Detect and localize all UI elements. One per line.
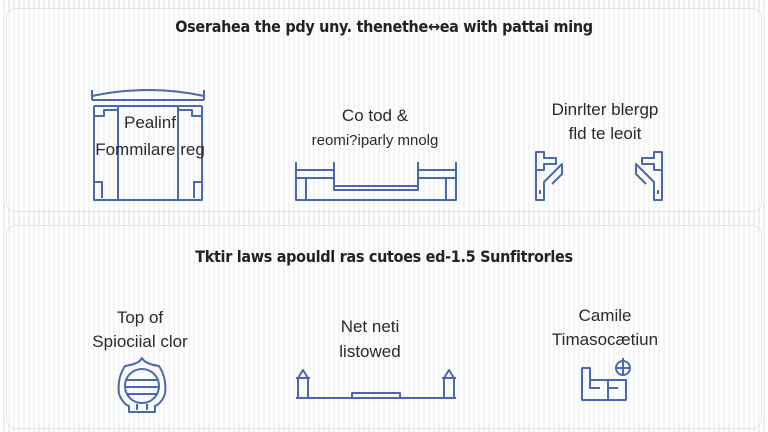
stopwatch-desk-illustration	[581, 358, 631, 401]
wall-illustration	[295, 162, 457, 201]
bottom-item-3-line1: Camile	[578, 306, 632, 325]
bottom-item-1-line2: Spiociial clor	[92, 332, 188, 351]
top-item-2-line1: Co tod &	[341, 106, 409, 125]
top-item-3-line2: fld te leoit	[568, 124, 642, 143]
bottom-item-2-line1: Net neti	[340, 317, 400, 336]
bottom-section-title: Tktir laws apouldl ras cutoes ed-1.5 Sun…	[195, 247, 573, 266]
bottom-item-3-line2: Timasocætiun	[551, 330, 659, 349]
top-item-1-line2: Fommilare reg	[95, 140, 205, 159]
top-section-title: Oserahea the pdy uny. thenethe↔ea with p…	[175, 17, 593, 36]
dome-illustration	[117, 357, 167, 413]
towers-illustration	[296, 369, 456, 399]
top-item-1-line1: Pealinf	[124, 113, 176, 132]
bottom-item-2-line2: listowed	[339, 342, 401, 361]
left-bracket-illustration	[535, 151, 563, 201]
right-bracket-illustration	[635, 151, 663, 201]
top-item-3-line1: Dinrlter blergp	[551, 100, 659, 119]
gate-illustration	[91, 89, 205, 201]
top-item-2-line2: reomi?iparly mnolg	[311, 132, 439, 149]
bottom-item-1-line1: Top of	[116, 308, 164, 327]
top-section-panel	[6, 8, 762, 212]
